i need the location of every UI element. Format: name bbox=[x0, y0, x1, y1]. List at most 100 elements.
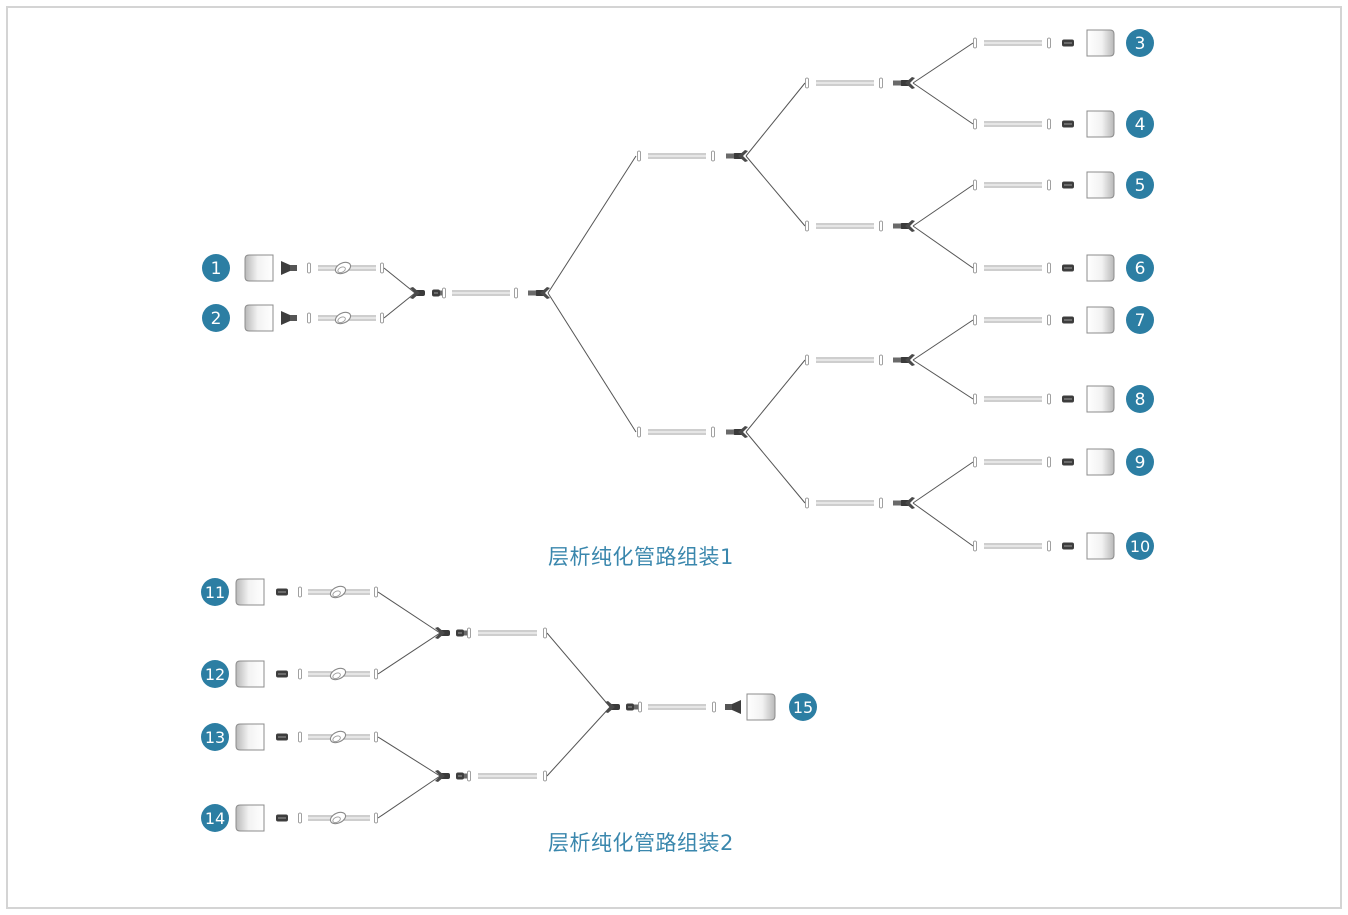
svg-text:12: 12 bbox=[205, 665, 225, 684]
svg-text:1: 1 bbox=[211, 259, 222, 279]
tubing-icon bbox=[816, 500, 874, 506]
connector-icon bbox=[1062, 395, 1074, 403]
bottle-icon bbox=[1086, 448, 1115, 476]
ring-connector-icon bbox=[1047, 393, 1051, 405]
ring-connector-icon bbox=[543, 627, 547, 639]
tubing-icon bbox=[984, 396, 1042, 402]
tubing-icon bbox=[984, 459, 1042, 465]
tubing-icon bbox=[984, 265, 1042, 271]
tubing-line bbox=[377, 775, 441, 819]
y-connector-icon bbox=[605, 701, 639, 713]
ring-connector-icon bbox=[637, 150, 641, 162]
clamp-icon bbox=[334, 261, 352, 275]
tubing-icon bbox=[648, 429, 706, 435]
ring-connector-icon bbox=[380, 262, 384, 274]
tubing-line bbox=[383, 292, 416, 319]
ring-connector-icon bbox=[711, 426, 715, 438]
ring-connector-icon bbox=[307, 262, 311, 274]
number-badge: 6 bbox=[1126, 254, 1154, 282]
tubing-line bbox=[912, 42, 974, 84]
number-badge: 15 bbox=[789, 693, 817, 721]
number-badge: 10 bbox=[1126, 532, 1154, 560]
connector-icon bbox=[456, 629, 464, 637]
tubing-icon bbox=[816, 80, 874, 86]
ring-connector-icon bbox=[1047, 262, 1051, 274]
ring-connector-icon bbox=[973, 540, 977, 552]
tubing-icon bbox=[478, 630, 537, 636]
bottle-icon bbox=[244, 304, 274, 332]
connector-icon bbox=[276, 814, 288, 822]
y-connector-icon bbox=[893, 354, 915, 366]
clamp-icon bbox=[329, 811, 347, 825]
tubing-line bbox=[745, 359, 806, 433]
connector-icon bbox=[1062, 316, 1074, 324]
tubing-icon bbox=[984, 121, 1042, 127]
tubing-line bbox=[912, 359, 974, 400]
ring-connector-icon bbox=[879, 497, 883, 509]
tubing-line bbox=[546, 632, 611, 708]
assembly1-caption: 层析纯化管路组装1 bbox=[548, 545, 734, 569]
ring-connector-icon bbox=[973, 179, 977, 191]
svg-text:11: 11 bbox=[205, 583, 225, 602]
connector-icon bbox=[725, 700, 741, 714]
svg-text:2: 2 bbox=[211, 309, 222, 329]
connector-icon bbox=[1062, 181, 1074, 189]
ring-connector-icon bbox=[543, 770, 547, 782]
y-connector-icon bbox=[726, 426, 748, 438]
connector-icon bbox=[276, 733, 288, 741]
tubing-line bbox=[912, 461, 974, 504]
number-badge: 5 bbox=[1126, 171, 1154, 199]
tubing-line bbox=[377, 591, 441, 634]
ring-connector-icon bbox=[879, 354, 883, 366]
tubing-line bbox=[912, 319, 974, 361]
y-connector-icon bbox=[893, 497, 915, 509]
svg-text:9: 9 bbox=[1135, 453, 1146, 473]
ring-connector-icon bbox=[1047, 118, 1051, 130]
svg-text:13: 13 bbox=[205, 728, 225, 747]
bottle-icon bbox=[1086, 254, 1115, 282]
ring-connector-icon bbox=[374, 586, 378, 598]
svg-text:6: 6 bbox=[1135, 259, 1146, 279]
ring-connector-icon bbox=[805, 497, 809, 509]
ring-connector-icon bbox=[638, 701, 642, 713]
tubing-line bbox=[745, 155, 806, 227]
ring-connector-icon bbox=[307, 312, 311, 324]
bottle-icon bbox=[1086, 306, 1115, 334]
y-connector-icon bbox=[528, 287, 550, 299]
ring-connector-icon bbox=[805, 77, 809, 89]
tubing-icon bbox=[984, 543, 1042, 549]
ring-connector-icon bbox=[712, 701, 716, 713]
bottle-icon bbox=[746, 693, 776, 721]
tubing-line bbox=[912, 82, 974, 125]
number-badge: 12 bbox=[201, 660, 229, 688]
y-connector-icon bbox=[726, 150, 748, 162]
tubing-icon bbox=[816, 223, 874, 229]
bottle-icon bbox=[1086, 171, 1115, 199]
number-badge: 14 bbox=[201, 804, 229, 832]
clamp-icon bbox=[329, 730, 347, 744]
tubing-line bbox=[912, 184, 974, 227]
number-badge: 2 bbox=[202, 304, 230, 332]
ring-connector-icon bbox=[298, 668, 302, 680]
tubing-icon bbox=[984, 40, 1042, 46]
ring-connector-icon bbox=[514, 287, 518, 299]
ring-connector-icon bbox=[879, 220, 883, 232]
svg-text:7: 7 bbox=[1135, 311, 1146, 331]
ring-connector-icon bbox=[805, 220, 809, 232]
y-connector-icon bbox=[435, 627, 469, 639]
ring-connector-icon bbox=[298, 812, 302, 824]
number-badge: 7 bbox=[1126, 306, 1154, 334]
number-badge: 1 bbox=[202, 254, 230, 282]
bottle-icon bbox=[1086, 29, 1115, 57]
ring-connector-icon bbox=[805, 354, 809, 366]
svg-text:5: 5 bbox=[1135, 176, 1146, 196]
ring-connector-icon bbox=[1047, 179, 1051, 191]
ring-connector-icon bbox=[380, 312, 384, 324]
svg-text:10: 10 bbox=[1130, 537, 1150, 556]
tubing-icon bbox=[648, 704, 706, 710]
tubing-icon bbox=[984, 317, 1042, 323]
tubing-icon bbox=[478, 773, 537, 779]
diagram-frame bbox=[6, 6, 1342, 909]
ring-connector-icon bbox=[374, 668, 378, 680]
